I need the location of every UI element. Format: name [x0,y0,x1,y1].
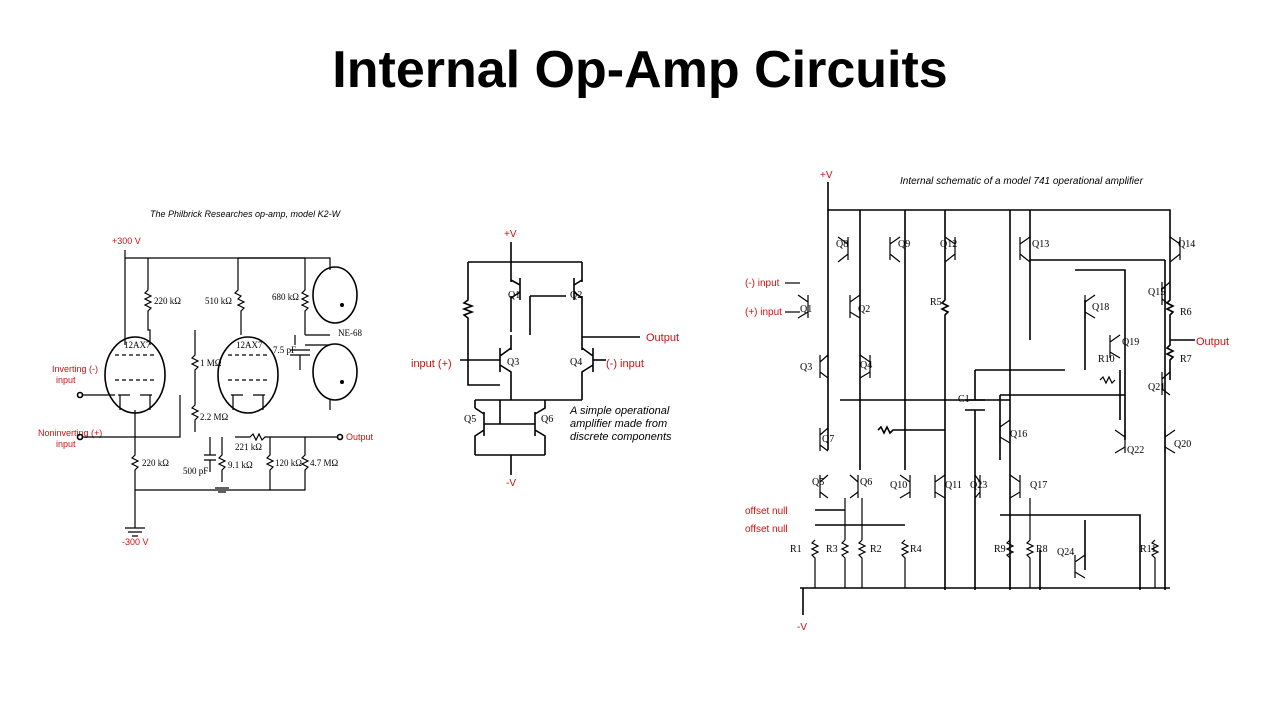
philbrick-noninverting-input-line1: Noninverting (+) [38,428,102,438]
neon-tube-lower [312,343,358,401]
ic741-label-q12: Q12 [940,239,957,250]
discrete-caption-line3: discrete components [570,431,672,443]
ic741-label-q10: Q10 [890,480,907,491]
discrete-output: Output [646,332,679,344]
philbrick-r-9p1k: 9.1 kΩ [228,460,253,470]
ic741-label-q3: Q3 [800,362,812,373]
philbrick-r-510k: 510 kΩ [205,296,232,306]
philbrick-tube2-label: 12AX7 [236,340,263,350]
ic741-label-q14: Q14 [1178,239,1195,250]
philbrick-r-1m: 1 MΩ [200,358,222,368]
ic741-label-q21: Q21 [1148,382,1165,393]
philbrick-inverting-input-line2: input [56,375,76,385]
ic741-label-q23: Q23 [970,480,987,491]
ic741-label-q20: Q20 [1174,439,1191,450]
discrete-caption-line2: amplifier made from [570,418,667,430]
ic741-input-plus: (+) input [745,307,782,318]
philbrick-schematic: The Philbrick Researches op-amp, model K… [38,209,374,547]
ic741-label-q7: Q7 [822,434,834,445]
ic741-label-r8: R8 [1036,544,1048,555]
philbrick-noninverting-input-line2: input [56,439,76,449]
ic741-label-q8: Q8 [836,239,848,250]
ic741-label-q16: Q16 [1010,429,1027,440]
discrete-plus-v: +V [504,229,517,240]
discrete-q5: Q5 [464,414,476,425]
discrete-q4: Q4 [570,357,582,368]
ic741-label-r1: R1 [790,544,802,555]
ic741-plus-v: +V [820,170,833,181]
philbrick-plus-supply: +300 V [112,236,141,246]
ic741-label-r7: R7 [1180,354,1192,365]
ic741-caption: Internal schematic of a model 741 operat… [900,176,1144,187]
ic741-label-q6: Q6 [860,477,872,488]
neon-tube-upper [312,266,358,324]
ic741-label-q13: Q13 [1032,239,1049,250]
discrete-input-minus: (-) input [606,358,644,370]
ic741-label-q22: Q22 [1127,445,1144,456]
discrete-q1: Q1 [508,290,520,301]
ic741-label-q15: Q15 [1148,287,1165,298]
ic741-label-q4: Q4 [860,360,872,371]
ic741-label-q5: Q5 [812,477,824,488]
discrete-schematic: +V Q1 Q2 Output input (+) (-) input Q3 Q… [411,229,679,489]
ic741-label-r10: R10 [1098,354,1115,365]
tube-2-envelope [217,336,279,414]
philbrick-c-7p5: 7.5 pF [273,345,296,355]
philbrick-r-4p7m: 4.7 MΩ [310,458,339,468]
discrete-input-plus: input (+) [411,358,452,370]
philbrick-c-500p: 500 pF [183,466,208,476]
ic741-label-q24: Q24 [1057,547,1074,558]
philbrick-output: Output [346,432,374,442]
ic741-label-r6: R6 [1180,307,1192,318]
philbrick-r-220k-top: 220 kΩ [154,296,181,306]
philbrick-r-220k-bottom: 220 kΩ [142,458,169,468]
discrete-q3: Q3 [507,357,519,368]
ic741-label-r9: R9 [994,544,1006,555]
discrete-caption-line1: A simple operational [569,405,670,417]
ic741-input-minus: (-) input [745,278,780,289]
ic741-output: Output [1196,336,1229,348]
ic741-label-r5: R5 [930,297,942,308]
ic741-label-r3: R3 [826,544,838,555]
ic741-schematic: Internal schematic of a model 741 operat… [745,170,1229,633]
discrete-q6: Q6 [541,414,553,425]
philbrick-minus-supply: -300 V [122,537,149,547]
ic741-c1: C1 [958,394,970,405]
ic741-label-r11: R11 [1140,544,1156,555]
philbrick-r-2p2m: 2.2 MΩ [200,412,229,422]
philbrick-caption: The Philbrick Researches op-amp, model K… [150,209,342,219]
ic741-offset-null-2: offset null [745,524,788,535]
ic741-offset-null-1: offset null [745,506,788,517]
ic741-label-q11: Q11 [945,480,962,491]
philbrick-inverting-input-line1: Inverting (-) [52,364,98,374]
ic741-label-q2: Q2 [858,304,870,315]
discrete-minus-v: -V [506,478,516,489]
ic741-label-q19: Q19 [1122,337,1139,348]
ic741-label-r4: R4 [910,544,922,555]
ic741-label-q1: Q1 [800,304,812,315]
ic741-label-q17: Q17 [1030,480,1047,491]
ic741-minus-v: -V [797,622,807,633]
philbrick-r-680k: 680 kΩ [272,292,299,302]
ic741-label-q18: Q18 [1092,302,1109,313]
slide-title: Internal Op-Amp Circuits [332,41,948,99]
philbrick-r-120k: 120 kΩ [275,458,302,468]
ic741-label-q9: Q9 [898,239,910,250]
philbrick-r-221k: 221 kΩ [235,442,262,452]
philbrick-neon-label: NE-68 [338,328,362,338]
ic741-label-r2: R2 [870,544,882,555]
philbrick-tube1-label: 12AX7 [124,340,151,350]
discrete-q2: Q2 [570,290,582,301]
